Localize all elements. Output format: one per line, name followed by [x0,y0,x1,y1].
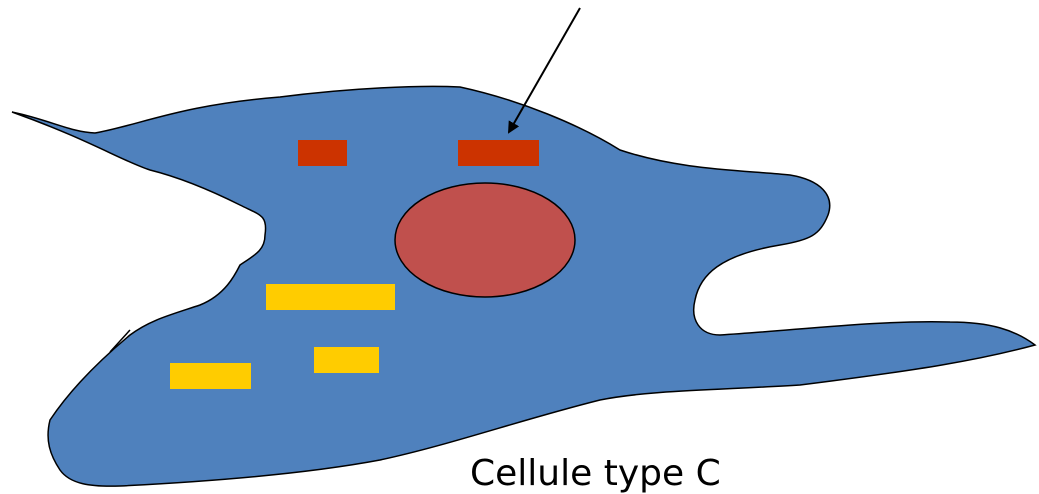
yellow-organelle [314,347,379,373]
nucleus [395,183,575,297]
yellow-organelle [266,284,395,310]
yellow-organelle [170,363,251,389]
red-organelle [458,140,539,166]
red-organelle [298,140,347,166]
diagram-caption: Cellule type C [470,456,721,492]
